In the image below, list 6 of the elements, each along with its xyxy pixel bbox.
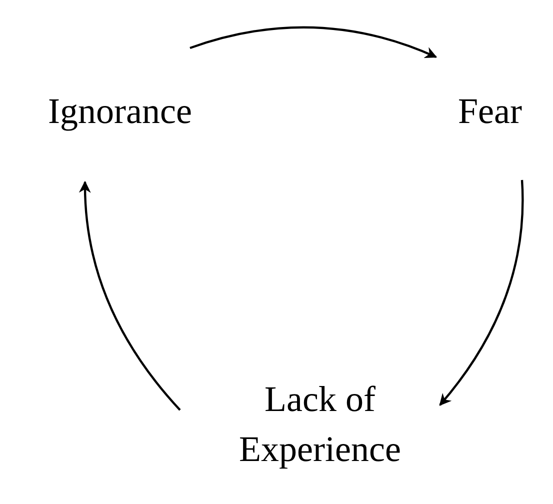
- curved-arrow: [190, 26, 438, 58]
- node-label: Fear: [458, 90, 522, 133]
- node-label: Ignorance: [48, 90, 192, 133]
- curved-arrow: [79, 180, 181, 411]
- node-label: Lack of Experience: [238, 378, 402, 471]
- curved-arrow: [439, 180, 524, 406]
